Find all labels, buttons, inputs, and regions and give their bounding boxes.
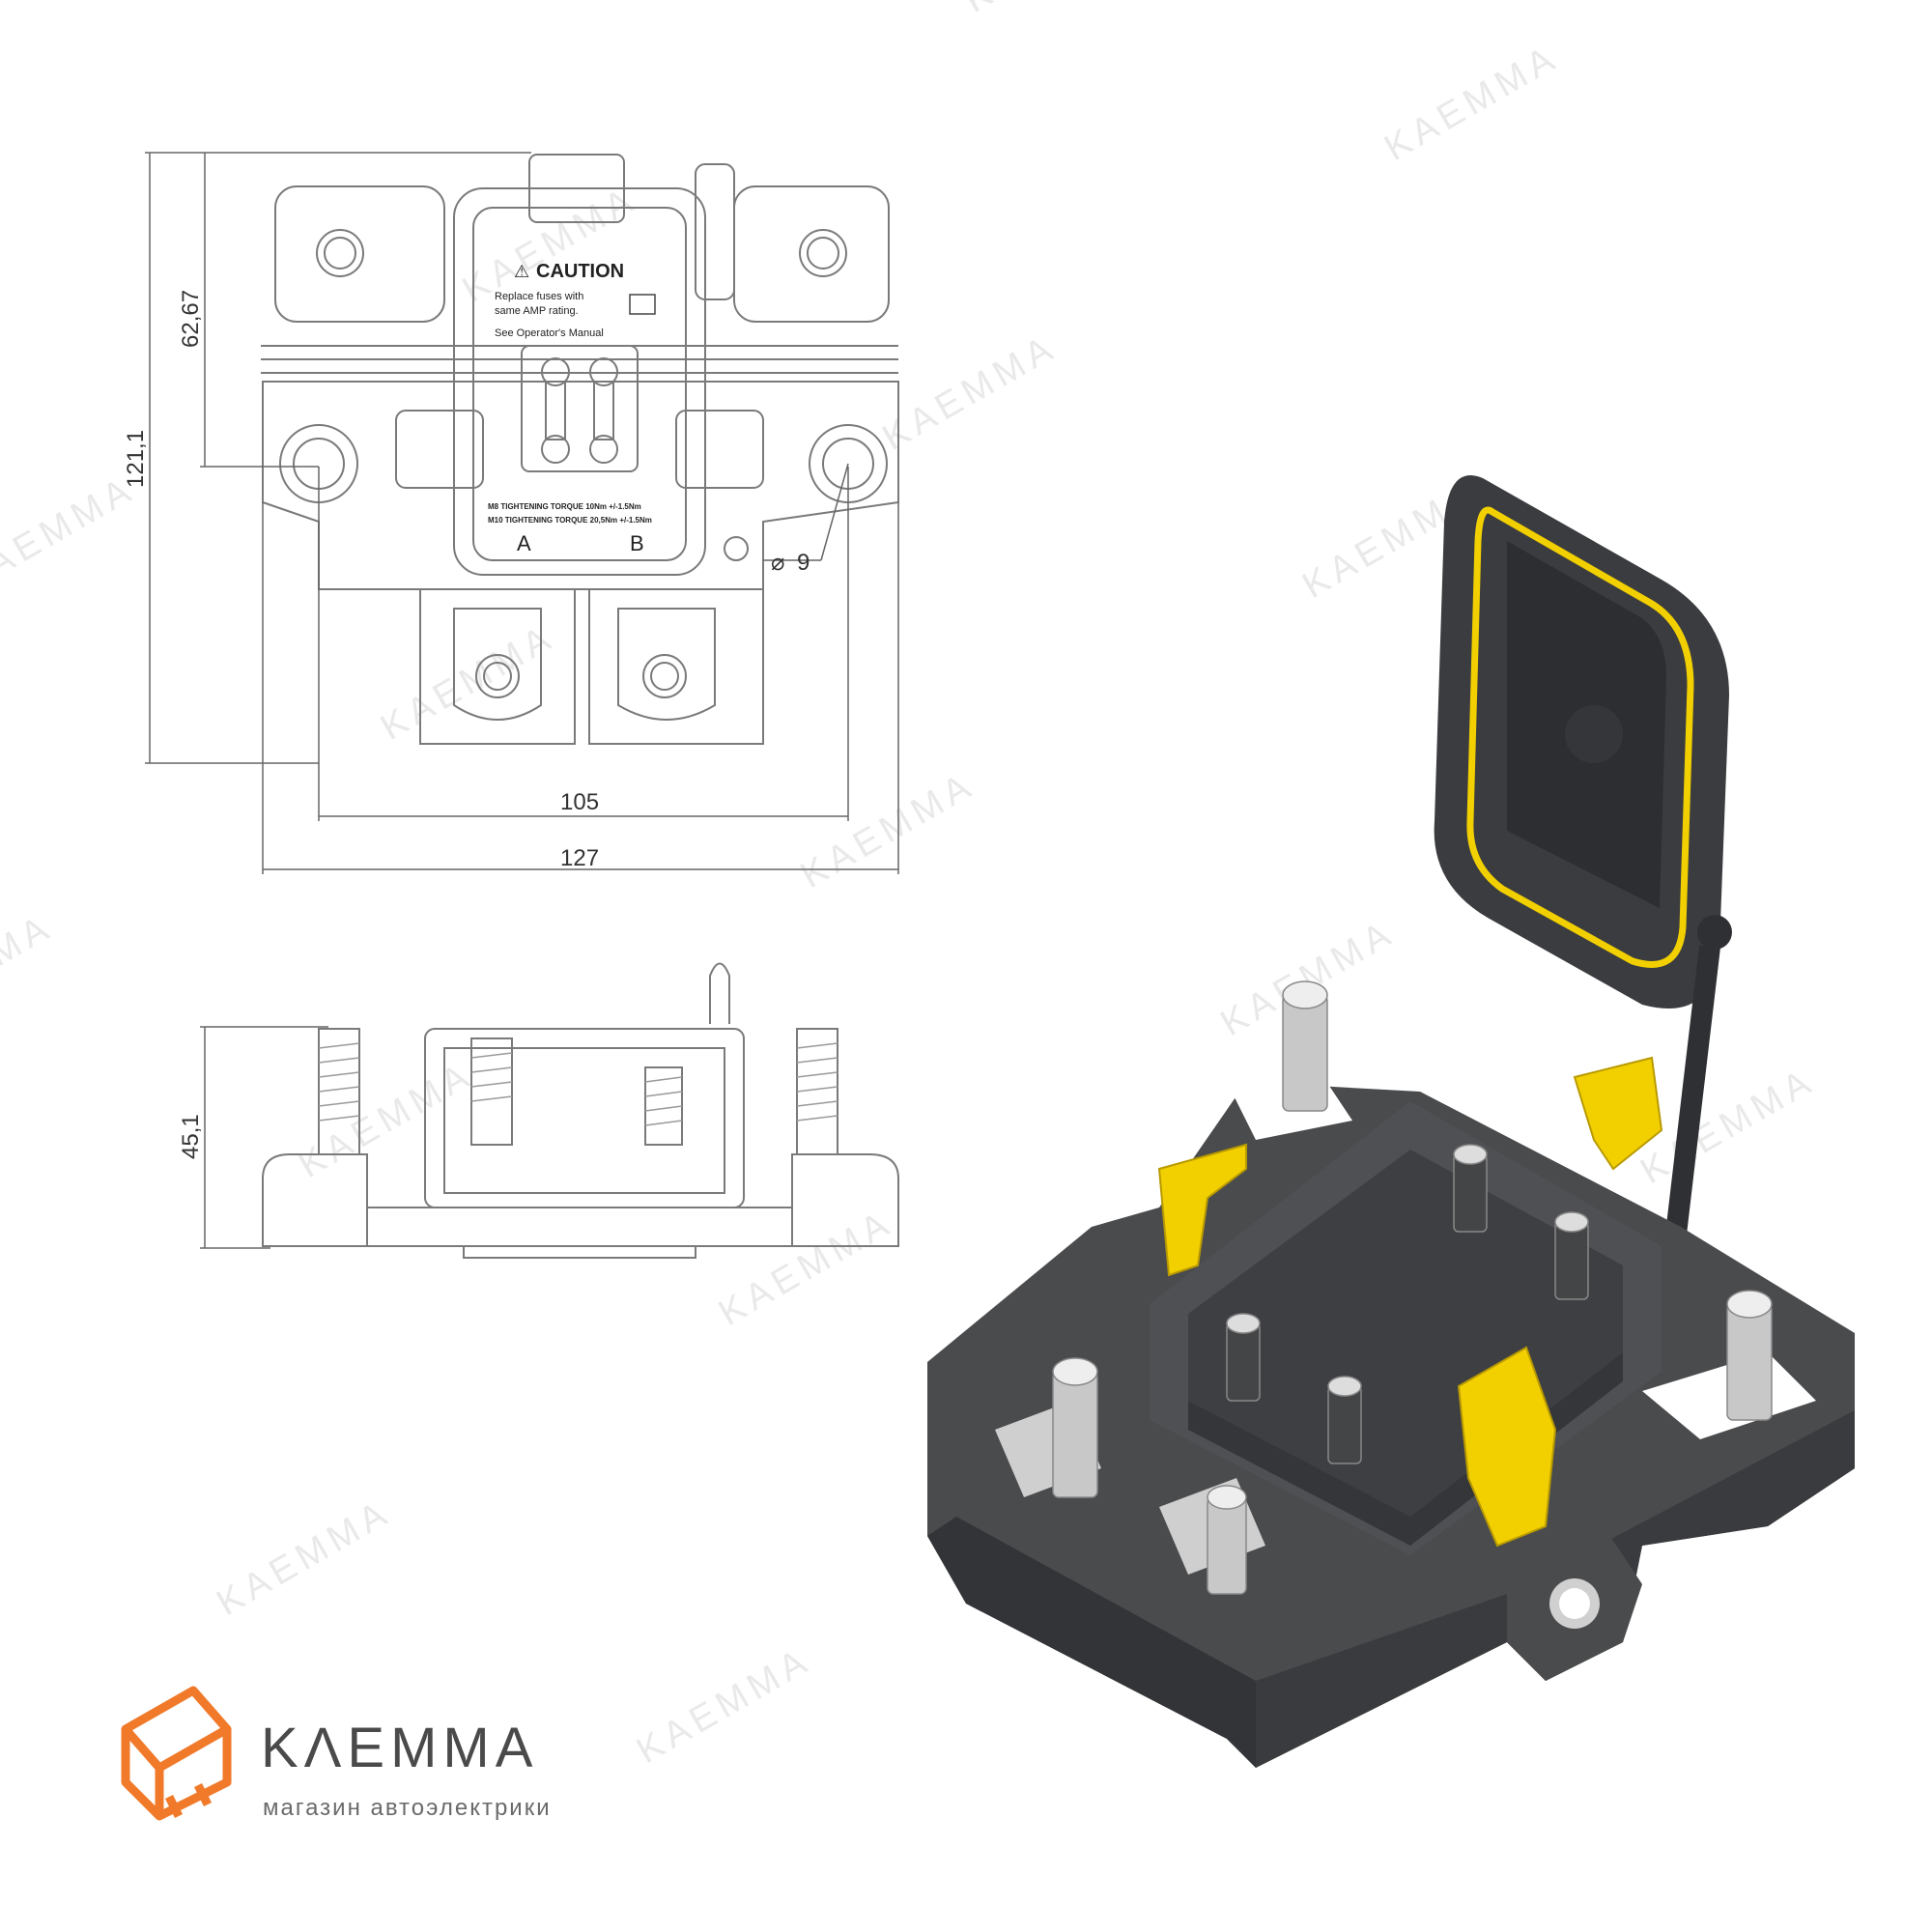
watermark-text: KAEMMA	[0, 906, 60, 1038]
dim-stud-spacing-horizontal: 105	[560, 789, 599, 815]
stud-threads	[318, 1042, 838, 1126]
watermark-text: KAEMMA	[0, 469, 142, 601]
dim-side-height: 45,1	[178, 1114, 204, 1159]
watermark-text: KAEMMA	[630, 1639, 818, 1772]
terminal-a-label: A	[517, 531, 531, 555]
stud	[1327, 1385, 1362, 1464]
brand-name: KΛEMMA	[261, 1717, 539, 1779]
watermark-text: KAEMMA	[794, 764, 982, 896]
terminal-b-label: B	[630, 531, 644, 555]
dim-mount-hole: 9	[797, 550, 810, 576]
caution-line-1: Replace fuses with	[495, 291, 583, 302]
watermark-text: KAEMMA	[958, 0, 1147, 21]
latch	[1457, 1346, 1557, 1548]
latches	[1157, 1056, 1663, 1548]
diameter-symbol: ⌀	[771, 550, 784, 576]
stud	[1052, 1371, 1098, 1498]
stud	[1554, 1221, 1589, 1300]
dim-overall-width: 127	[560, 845, 599, 871]
watermark-text: KAEMMA	[712, 1202, 900, 1334]
lid	[1434, 475, 1732, 1277]
stud	[1226, 1322, 1261, 1402]
watermark-text: KAEMMA	[374, 616, 562, 749]
watermark-text: KAEMMA	[1378, 37, 1566, 169]
warning-triangle-icon: ⚠	[514, 262, 529, 281]
caution-manual: See Operator's Manual	[495, 327, 604, 339]
stud	[1453, 1153, 1488, 1233]
brand-logo-icon	[121, 1686, 232, 1821]
watermark-text: KAEMMA	[210, 1492, 398, 1624]
watermark-text: KAEMMA	[876, 327, 1065, 459]
dimension-lines-top	[145, 152, 899, 874]
watermark-text: KAEMMA	[1634, 1060, 1823, 1192]
latch	[1573, 1056, 1663, 1171]
top-view	[261, 154, 899, 745]
dim-stud-spacing-vertical: 62,67	[178, 290, 204, 348]
latch	[1157, 1143, 1247, 1277]
side-view	[262, 962, 899, 1259]
caution-label: ⚠ CAUTION Replace fuses with same AMP ra…	[488, 261, 656, 555]
product-render	[927, 475, 1855, 1768]
stud	[1207, 1496, 1247, 1595]
torque-m10: M10 TIGHTENING TORQUE 20,5Nm +/-1.5Nm	[488, 516, 652, 525]
stud	[1282, 994, 1328, 1112]
caution-title: CAUTION	[536, 261, 624, 282]
stud	[1726, 1303, 1773, 1421]
studs	[1052, 980, 1773, 1595]
manual-book-icon	[629, 294, 656, 315]
dim-overall-height: 121,1	[123, 430, 149, 488]
dimension-lines-side	[200, 1026, 328, 1249]
torque-m8: M8 TIGHTENING TORQUE 10Nm +/-1.5Nm	[488, 502, 641, 511]
brand-tagline: магазин автоэлектрики	[263, 1795, 552, 1821]
caution-line-2: same AMP rating.	[495, 305, 579, 317]
